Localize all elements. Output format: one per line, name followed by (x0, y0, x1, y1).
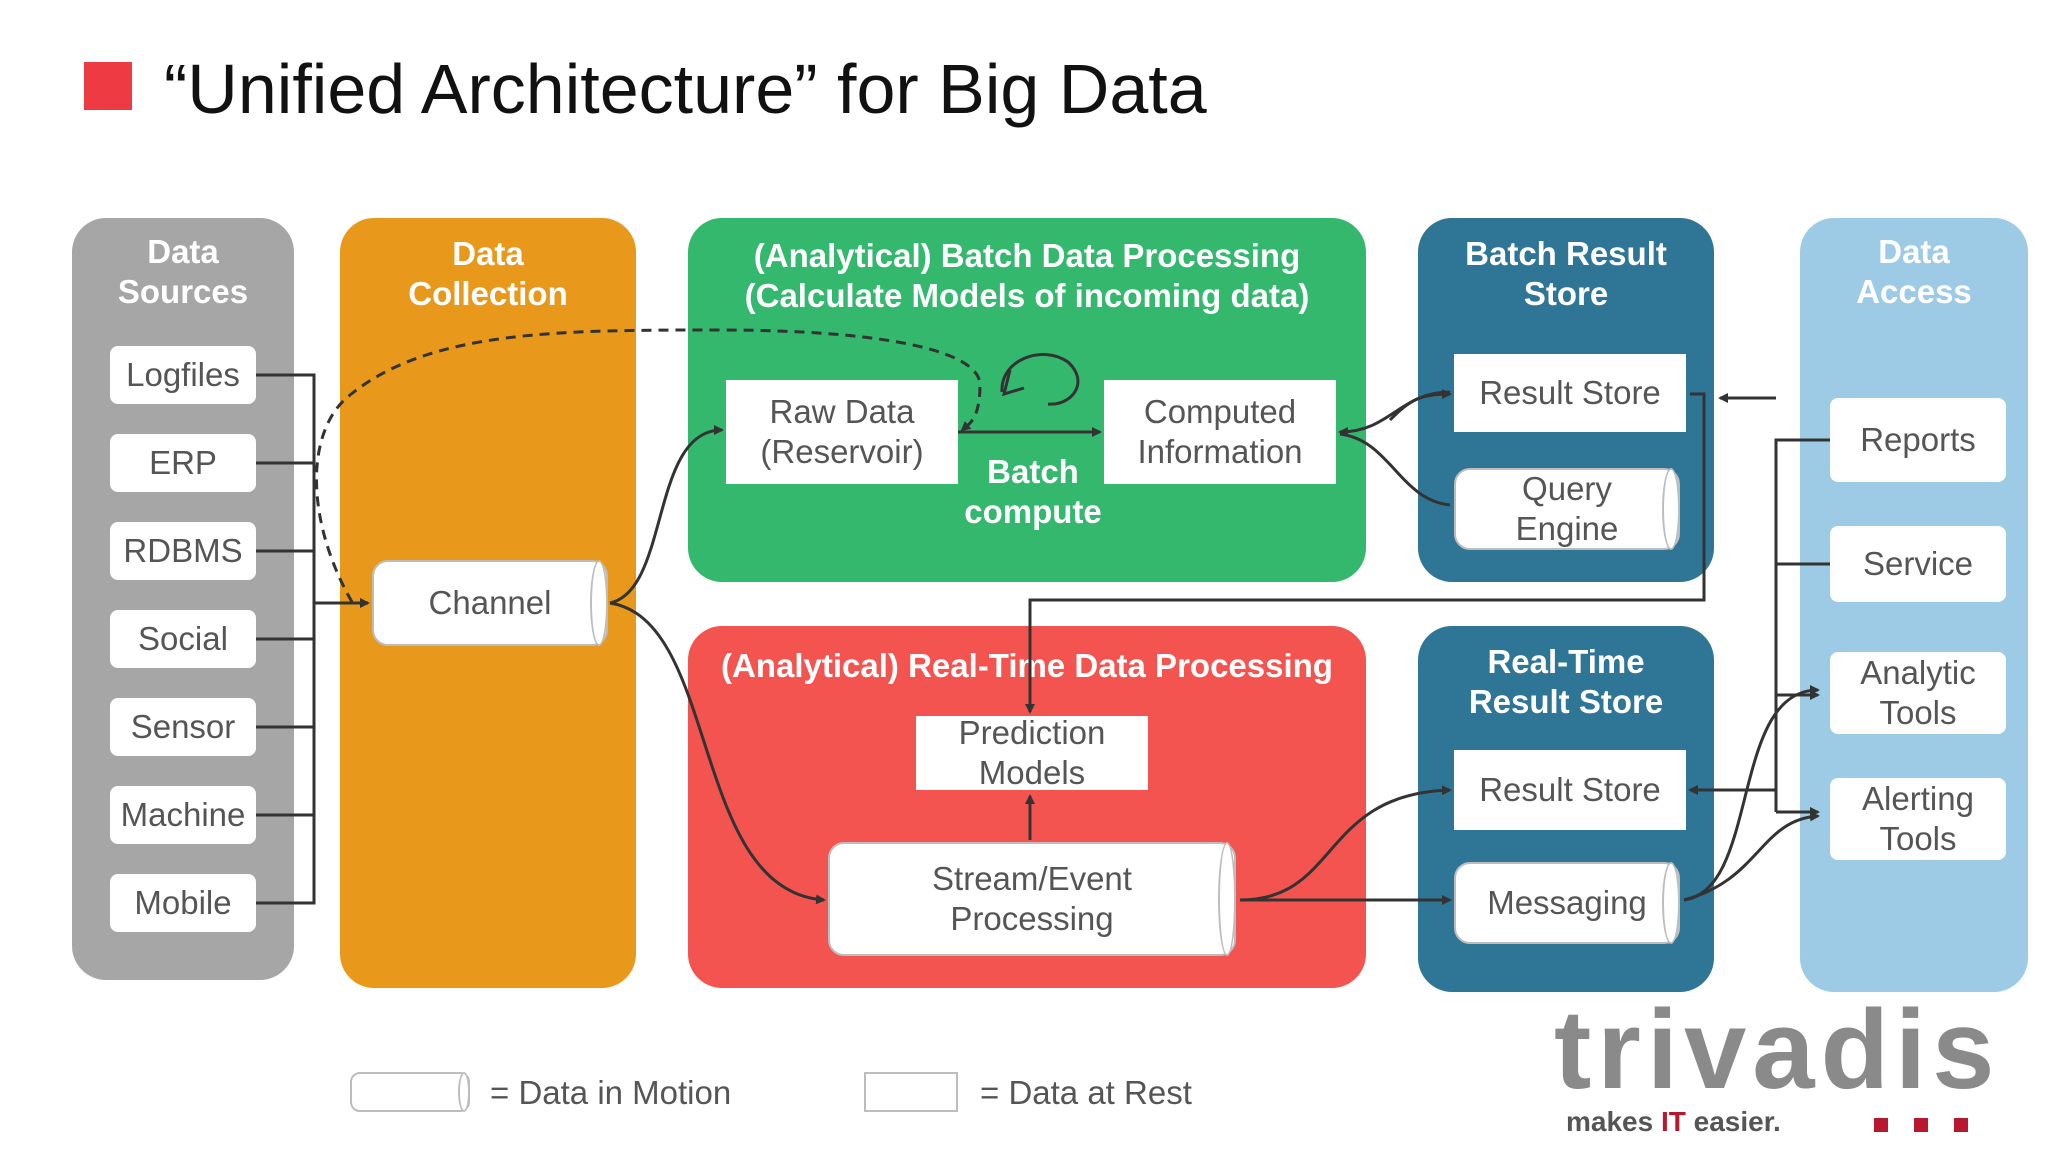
data-collection-title: Data Collection (408, 235, 568, 312)
realtime-result-store-title: Real-Time Result Store (1468, 643, 1664, 720)
page-title: “Unified Architecture” for Big Data (164, 50, 1207, 128)
source-machine: Machine (110, 786, 256, 844)
source-logfiles: Logfiles (110, 346, 256, 404)
batch-result-store-box: Result Store (1454, 354, 1686, 432)
channel-to-stream (609, 601, 826, 905)
legend-motion-label: = Data in Motion (490, 1074, 732, 1111)
batch-store-to-prediction (1025, 392, 1706, 714)
legend-motion-cylinder-end (458, 1072, 470, 1112)
title-bullet (84, 62, 132, 110)
access-service: Service (1830, 526, 2006, 602)
messaging-to-analytic (1683, 685, 1820, 902)
data-access-panel: Data Access (1800, 218, 2028, 992)
batch-loop (1000, 352, 1080, 406)
stream-processing-node: Stream/Event Processing (828, 842, 1236, 956)
prediction-models-box: Prediction Models (916, 714, 1148, 791)
realtime-result-store-box: Result Store (1454, 750, 1686, 830)
query-engine-label: Query Engine (1515, 470, 1619, 547)
trivadis-logo: trivadis makes IT easier. (1554, 990, 2014, 1140)
channel-node: Channel (372, 560, 608, 646)
source-mobile: Mobile (110, 874, 256, 932)
computed-information-box: Computed Information (1104, 380, 1336, 484)
source-social: Social (110, 610, 256, 668)
stream-to-result (1239, 785, 1452, 902)
legend-rest-label: = Data at Rest (980, 1074, 1192, 1111)
logo-tagline-post: easier. (1685, 1106, 1781, 1137)
realtime-processing-panel: (Analytical) Real-Time Data Processing (688, 626, 1366, 988)
raw-data-box: Raw Data (Reservoir) (726, 380, 958, 484)
channel-to-raw (609, 425, 724, 605)
messaging-cylinder-end (1662, 862, 1680, 944)
legend-rest-swatch (864, 1072, 958, 1112)
data-sources-title: Data Sources (117, 233, 249, 310)
batch-compute-label: Batch compute (964, 453, 1102, 530)
query-to-computed (1339, 432, 1451, 507)
batch-loop-head (1001, 369, 1025, 397)
logo-tagline: makes IT easier. (1566, 1106, 1781, 1138)
data-access-title: Data Access (1856, 233, 1972, 310)
access-alerting-tools: Alerting Tools (1830, 778, 2006, 860)
stream-processing-cylinder-end (1218, 842, 1236, 956)
computed-to-result (1388, 389, 1452, 422)
logo-dot-3 (1954, 1118, 1968, 1132)
source-sensor: Sensor (110, 698, 256, 756)
batch-result-store-title: Batch Result Store (1465, 235, 1667, 312)
batch-processing-title: (Analytical) Batch Data Processing (Calc… (744, 237, 1310, 314)
channel-cylinder-end (590, 560, 608, 646)
computed-result-link (1338, 390, 1451, 437)
logo-tagline-it: IT (1660, 1106, 1686, 1137)
source-rdbms: RDBMS (110, 522, 256, 580)
source-erp: ERP (110, 434, 256, 492)
dashed-channel-to-batch (315, 328, 982, 603)
access-analytic-tools: Analytic Tools (1830, 652, 2006, 734)
query-engine-node: Query Engine (1454, 468, 1680, 550)
channel-label: Channel (428, 584, 552, 621)
access-bus (1774, 438, 1830, 814)
data-sources-panel: Data Sources (72, 218, 294, 980)
logo-dot-2 (1914, 1118, 1928, 1132)
messaging-to-alerting (1683, 811, 1820, 902)
messaging-node: Messaging (1454, 862, 1680, 944)
stream-processing-label: Stream/Event Processing (932, 860, 1132, 937)
realtime-processing-title: (Analytical) Real-Time Data Processing (721, 647, 1333, 684)
logo-tagline-pre: makes (1566, 1106, 1661, 1137)
logo-dot-1 (1874, 1118, 1888, 1132)
query-engine-cylinder-end (1662, 468, 1680, 550)
source-bus (256, 373, 316, 905)
messaging-label: Messaging (1487, 884, 1647, 921)
legend-motion-swatch (350, 1072, 470, 1112)
logo-wordmark: trivadis (1554, 987, 2001, 1112)
access-reports: Reports (1830, 398, 2006, 482)
